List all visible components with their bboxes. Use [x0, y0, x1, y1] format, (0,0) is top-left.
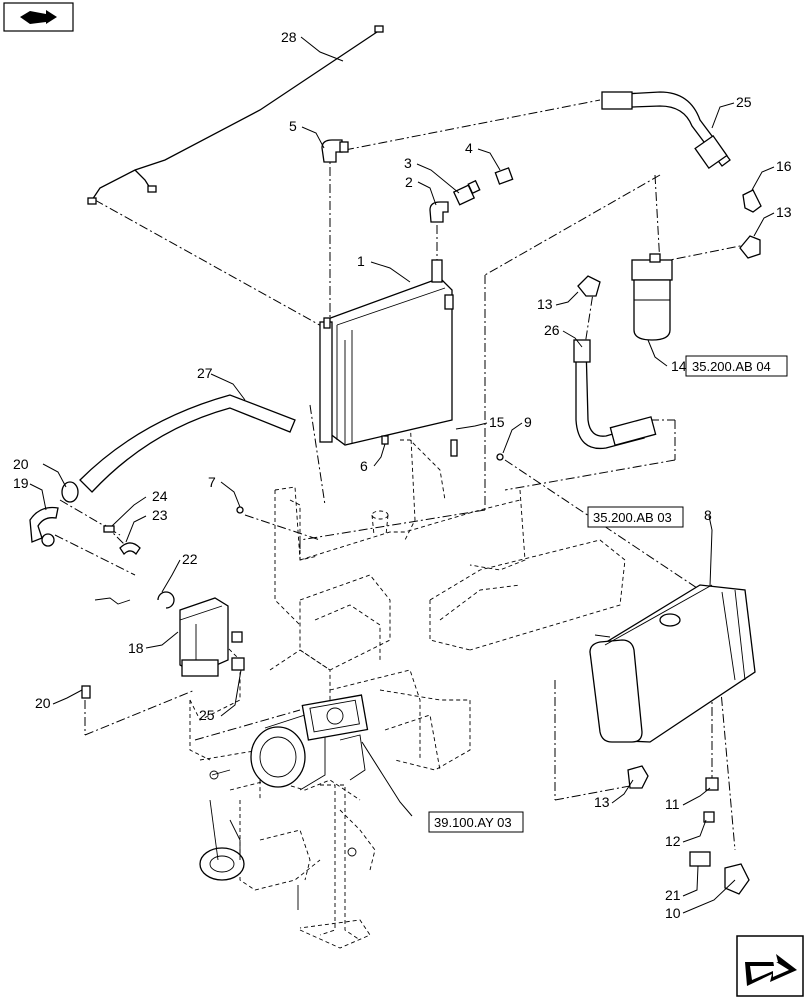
suction-hose	[573, 339, 657, 450]
wiring-harness	[87, 25, 384, 205]
callout-labels: 28 5 3 2 4 25 16 13 1 27 13 26 14 6 15 9…	[13, 29, 792, 921]
book-navigation-icon[interactable]	[3, 2, 74, 32]
snap-ring-21	[157, 591, 175, 609]
callout-12: 12	[665, 833, 681, 849]
callout-15: 15	[489, 414, 505, 430]
callout-23: 24	[152, 488, 168, 504]
callout-16: 16	[776, 158, 792, 174]
adapter-fitting-4	[494, 167, 514, 185]
reference-box-39-100-ay-03[interactable]: 39.100.AY 03	[428, 811, 524, 833]
callout-22: 23	[152, 507, 168, 523]
elbow-fitting-13-upper	[739, 235, 761, 259]
reference-box-35-200-ab-03[interactable]: 35.200.AB 03	[587, 506, 684, 528]
oil-cooler	[319, 259, 454, 446]
plug-fitting-11	[705, 777, 719, 791]
callout-18: 20	[35, 695, 51, 711]
callout-19: 19	[13, 475, 29, 491]
callout-25: 25	[736, 94, 752, 110]
callout-13-filter: 13	[537, 296, 553, 312]
bolt-18	[81, 685, 91, 699]
callout-20-left: 20	[13, 456, 29, 472]
elbow-fitting-16	[742, 189, 762, 213]
screw-7	[236, 506, 244, 514]
callout-7: 7	[208, 474, 216, 490]
callout-27: 27	[197, 365, 213, 381]
hydraulic-pump	[94, 597, 245, 677]
clamp-22	[119, 542, 141, 556]
bolt-15	[450, 439, 458, 457]
return-filter	[631, 253, 673, 341]
reference-label-35-200-ab-04: 35.200.AB 04	[692, 359, 771, 374]
screw-9	[496, 453, 504, 461]
callout-20-lower: 21	[665, 887, 681, 903]
next-page-arrow-icon[interactable]	[736, 935, 804, 997]
callout-2: 2	[405, 174, 413, 190]
callout-13-upper: 13	[776, 204, 792, 220]
callout-11: 11	[665, 796, 680, 812]
callout-14: 14	[671, 358, 687, 374]
callout-3: 3	[404, 155, 412, 171]
callout-5: 5	[289, 118, 297, 134]
drain-hose	[79, 394, 296, 493]
bolt-23	[103, 525, 115, 533]
leader-lines	[29, 36, 775, 914]
callout-8: 8	[704, 507, 712, 523]
callout-21: 22	[182, 551, 198, 567]
elbow-fitting-2	[429, 201, 449, 223]
hydraulic-tank	[589, 584, 756, 743]
callout-26: 26	[544, 322, 560, 338]
clamp-20-lower	[689, 851, 711, 867]
reference-label-35-200-ab-03: 35.200.AB 03	[593, 510, 672, 525]
callout-1: 1	[357, 253, 365, 269]
return-hose	[601, 91, 731, 170]
elbow-hose-19	[29, 506, 59, 547]
bolt-6	[381, 435, 389, 445]
callout-10: 10	[665, 905, 681, 921]
callout-28: 28	[281, 29, 297, 45]
frame-assembly	[189, 417, 626, 949]
callout-24: 25	[199, 707, 215, 723]
callout-6: 6	[360, 458, 368, 474]
pump-mount-gearbox	[199, 694, 369, 910]
elbow-fitting-13-lower	[627, 765, 649, 789]
adapter-fitting-3	[452, 179, 481, 206]
reference-box-35-200-ab-04[interactable]: 35.200.AB 04	[685, 355, 788, 377]
reference-label-39-100-ay-03: 39.100.AY 03	[434, 815, 512, 830]
callout-4: 4	[465, 140, 473, 156]
elbow-fitting-13-filter	[577, 275, 601, 297]
callout-17: 18	[128, 640, 144, 656]
elbow-fitting-5	[321, 139, 349, 163]
elbow-fitting-10	[724, 863, 750, 895]
callout-13-lower: 13	[594, 794, 610, 810]
plug-fitting-12	[703, 811, 715, 823]
callout-9: 9	[524, 414, 532, 430]
